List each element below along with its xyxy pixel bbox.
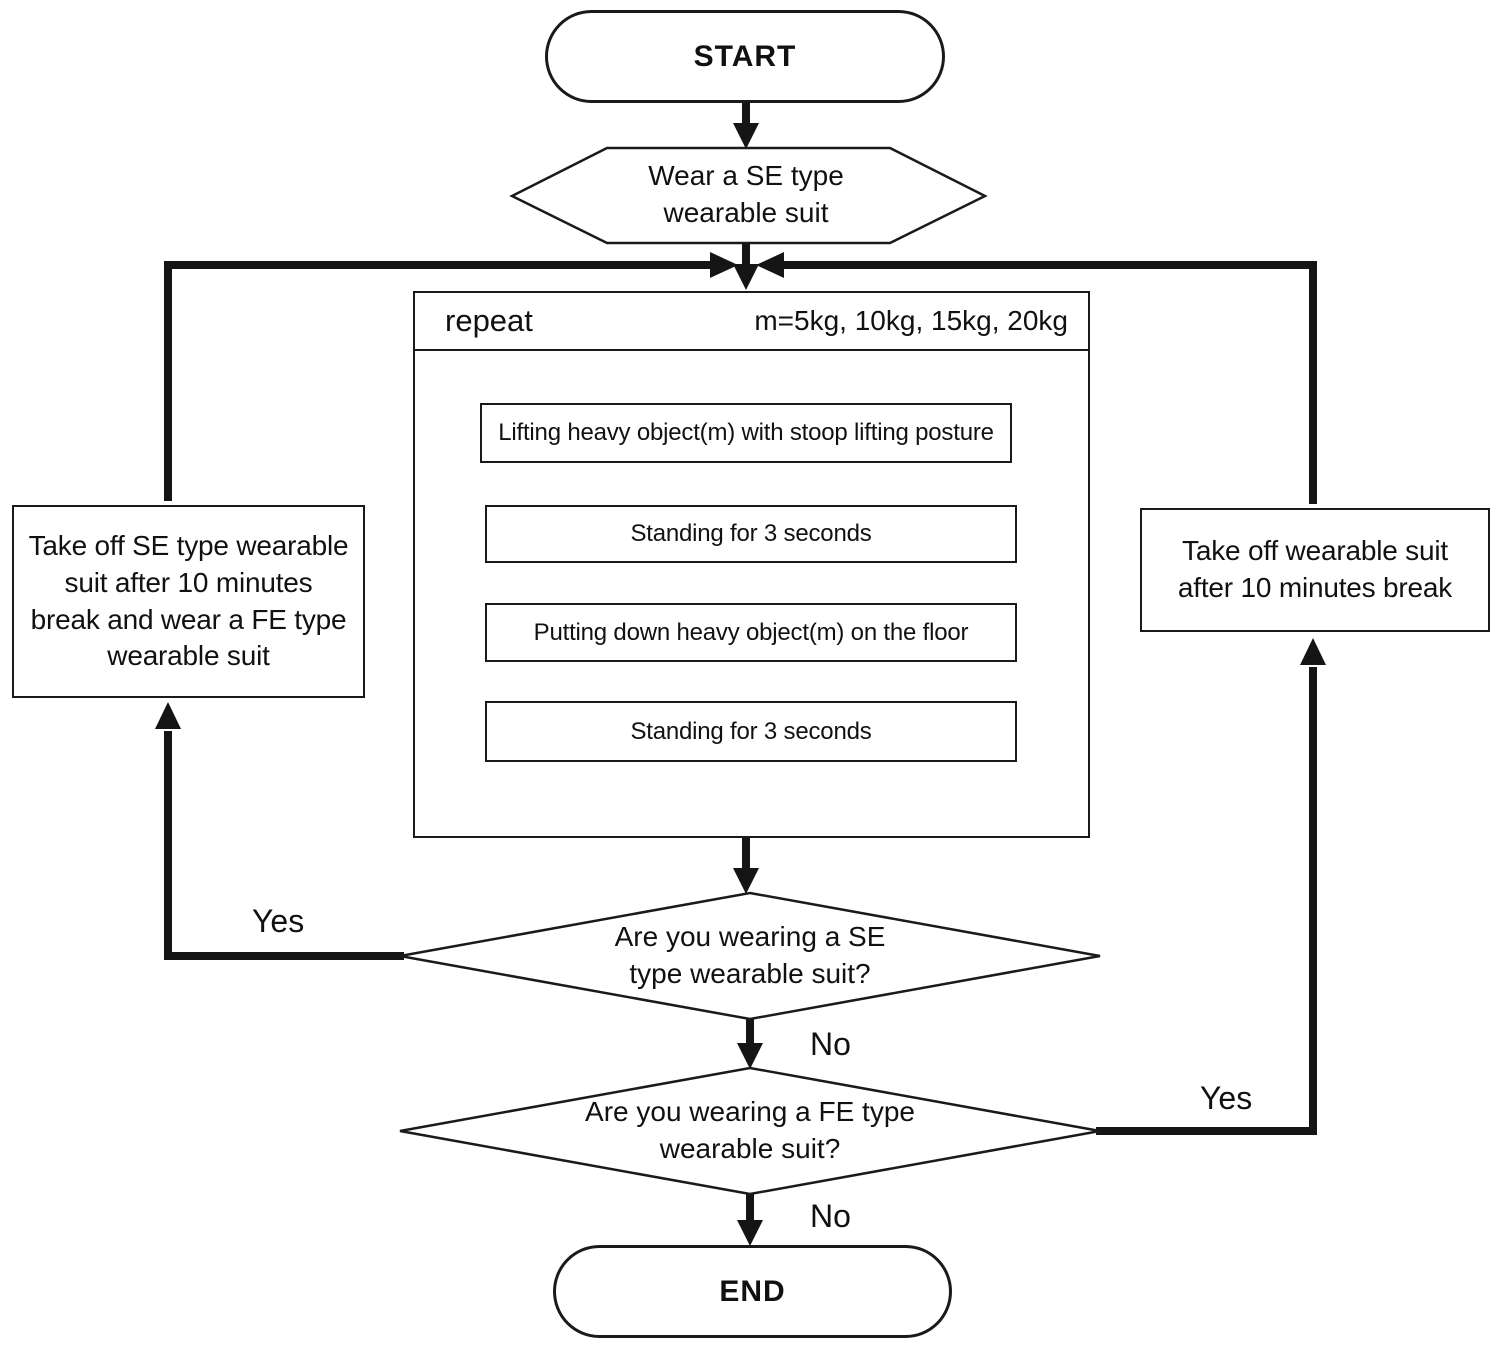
step-lifting-label: Lifting heavy object(m) with stoop lifti… [498, 419, 994, 446]
arrowhead-up-icon [1300, 638, 1326, 665]
arrowhead-left-icon [756, 252, 784, 278]
take-off-line2: after 10 minutes break [1177, 572, 1453, 603]
arrowhead-right-icon [710, 252, 738, 278]
start-node: START [545, 10, 945, 103]
arrowhead-down-icon [733, 868, 759, 894]
hexagon-wear-suit [509, 146, 988, 245]
edge-label-se-yes: Yes [252, 903, 305, 939]
edge-right-return-rail [782, 261, 1317, 504]
arrowhead-down-icon [737, 1043, 763, 1069]
arrowhead-down-icon [733, 264, 759, 290]
edge-decision-fe-yes [1096, 667, 1317, 1135]
start-label: START [693, 39, 797, 73]
swap-to-fe-line4: wearable suit [107, 640, 270, 672]
diamond-decision-fe [399, 1066, 1101, 1196]
swap-to-fe-line1: Take off SE type wearable [28, 529, 349, 561]
edge-left-return-rail [164, 261, 712, 501]
arrowhead-down-icon [733, 123, 759, 149]
step-standing-2-label: Standing for 3 seconds [630, 717, 872, 745]
swap-to-fe-line2: suit after 10 minutes [64, 566, 313, 598]
take-off-line1: Take off wearable suit [1182, 535, 1448, 567]
end-node: END [553, 1245, 952, 1338]
step-standing-1-label: Standing for 3 seconds [630, 520, 872, 547]
arrowhead-up-icon [155, 702, 181, 729]
edge-label-se-no: No [810, 1026, 851, 1062]
repeat-label: repeat [445, 303, 533, 338]
diamond-decision-se [399, 891, 1101, 1021]
step-standing-1: Standing for 3 seconds [485, 505, 1017, 563]
step-lifting: Lifting heavy object(m) with stoop lifti… [480, 403, 1012, 463]
step-standing-2: Standing for 3 seconds [485, 701, 1017, 762]
repeat-condition: m=5kg, 10kg, 15kg, 20kg [754, 305, 1068, 336]
take-off-node: Take off wearable suit after 10 minutes … [1140, 508, 1490, 632]
repeat-loop-header: repeat m=5kg, 10kg, 15kg, 20kg [415, 293, 1088, 351]
end-label: END [719, 1274, 786, 1308]
step-putting-down: Putting down heavy object(m) on the floo… [485, 603, 1017, 662]
swap-to-fe-line3: break and wear a FE type [30, 603, 347, 635]
shape-outlines [399, 146, 1101, 1196]
step-putting-down-label: Putting down heavy object(m) on the floo… [533, 618, 969, 646]
arrowhead-down-icon [737, 1220, 763, 1246]
swap-to-fe-node: Take off SE type wearable suit after 10 … [12, 505, 365, 698]
edge-decision-se-yes [164, 731, 404, 960]
edge-label-fe-no: No [810, 1198, 851, 1234]
edge-label-fe-yes: Yes [1200, 1080, 1253, 1116]
